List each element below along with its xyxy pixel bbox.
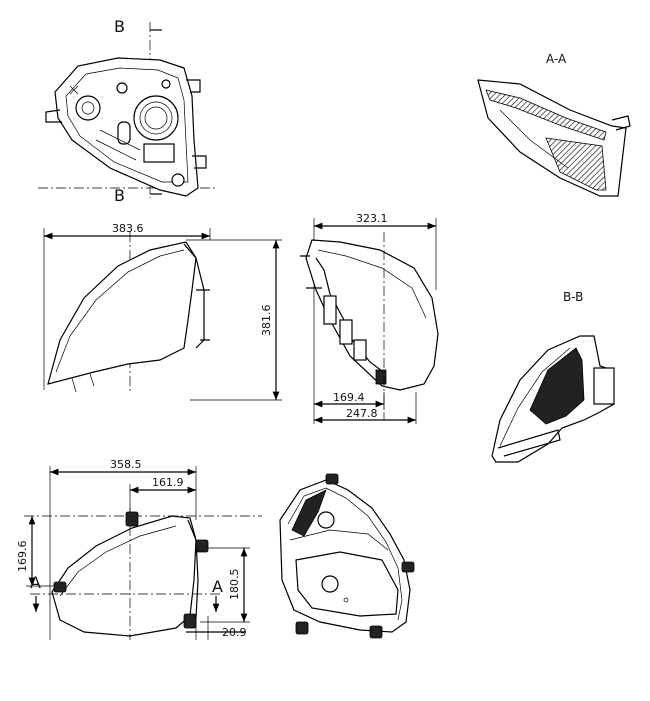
iso-main-bulb <box>321 575 339 593</box>
section-a-hatch-bottom <box>545 137 607 191</box>
section-a-a: A-A <box>477 52 631 197</box>
dim-side-offset-1: 169.4 <box>333 391 365 404</box>
section-b-b: B-B <box>491 290 615 463</box>
top-view: 358.5 161.9 169.6 180.5 20.9 A A <box>16 458 262 640</box>
rear-tab-right <box>192 155 207 169</box>
section-b-reflector <box>529 347 585 425</box>
iso-lower-lamp <box>295 551 399 617</box>
rear-box <box>143 143 175 163</box>
top-bolt-1 <box>125 511 139 527</box>
top-bolt-3 <box>183 613 197 629</box>
side-bracket <box>323 295 337 325</box>
dim-top-height-right: 180.5 <box>228 569 241 601</box>
cut-label-a-right: A <box>212 577 223 596</box>
dim-top-height-left: 169.6 <box>16 541 29 573</box>
rear-connector <box>117 121 131 145</box>
section-a-hatch-top <box>485 89 607 141</box>
side-lens-outline <box>305 239 439 391</box>
front-view: 383.6 381.6 <box>43 222 282 401</box>
iso-upper-lamp <box>291 489 327 537</box>
isometric-view <box>279 473 415 639</box>
section-b-title: B-B <box>563 290 583 304</box>
dim-top-width: 358.5 <box>110 458 142 471</box>
iso-small-bulb <box>317 511 335 529</box>
side-bolt <box>375 369 387 385</box>
section-a-title: A-A <box>546 52 567 66</box>
top-bolt-4 <box>53 581 67 593</box>
side-view: 323.1 169.4 247.8 <box>300 212 439 424</box>
top-lens-outline <box>51 515 197 637</box>
dim-side-offset-2: 247.8 <box>346 407 378 420</box>
cut-label-a-left: A <box>30 573 41 592</box>
rear-tab-top <box>186 79 201 93</box>
front-lens-outline <box>47 241 197 385</box>
cut-label-b-bottom: B <box>114 186 125 205</box>
dim-top-small: 20.9 <box>222 626 247 639</box>
rear-housing-inner <box>65 67 189 183</box>
rear-tab-left <box>45 109 62 123</box>
section-b-socket <box>593 367 615 405</box>
dim-front-width: 383.6 <box>112 222 144 235</box>
rear-large-socket <box>133 95 179 141</box>
dim-top-offset: 161.9 <box>152 476 184 489</box>
dim-side-depth: 323.1 <box>356 212 388 225</box>
top-bolt-2 <box>195 539 209 553</box>
rear-small-socket <box>75 95 101 121</box>
dim-front-height: 381.6 <box>260 305 273 337</box>
cut-label-b-top: B <box>114 17 125 36</box>
rear-view: B B <box>38 17 215 205</box>
